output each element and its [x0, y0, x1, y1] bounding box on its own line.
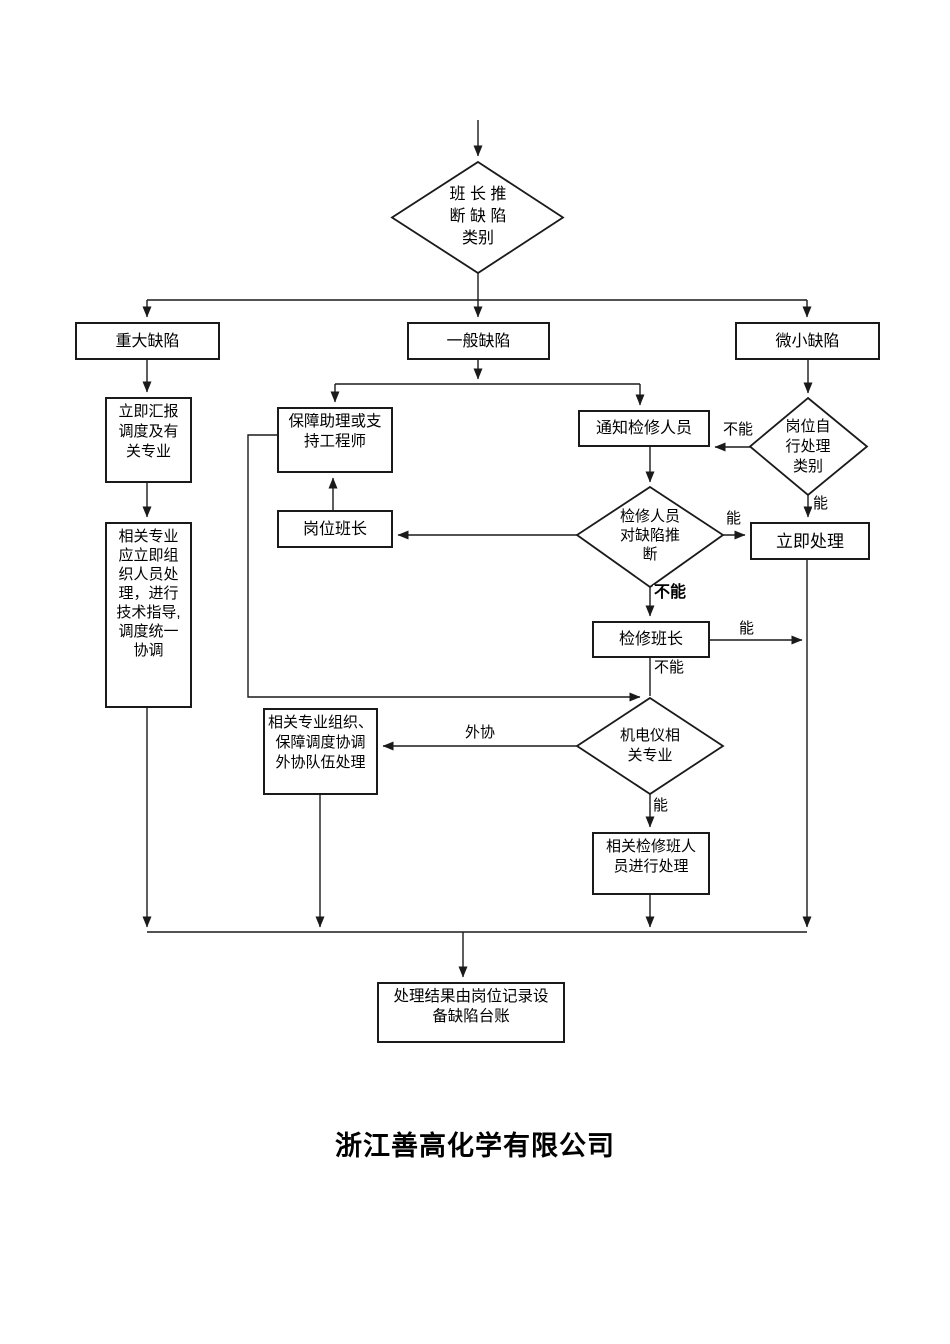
edge-label-mech-can: 能: [652, 797, 670, 814]
node-support-engineer: 保障助理或支 持工程师: [277, 407, 393, 473]
node-minor-defect: 微小缺陷: [735, 322, 880, 360]
decision-self-handle-shape: [748, 396, 869, 497]
decision-repair-judge-label: 检修人员 对缺陷推 断: [619, 507, 680, 563]
edge-label-outsource: 外协: [464, 724, 497, 741]
node-repair-team-handle: 相关检修班人 员进行处理: [592, 832, 710, 895]
node-repair-foreman: 检修班长: [592, 621, 710, 658]
edge-label-self-cannot: 不能: [722, 421, 755, 438]
edge-label-self-can: 能: [812, 495, 830, 512]
node-record-ledger: 处理结果由岗位记录设 备缺陷台账: [377, 982, 565, 1043]
edge-label-repair-can: 能: [725, 510, 743, 527]
node-report-dispatch: 立即汇报 调度及有 关专业: [105, 397, 192, 483]
node-immediate-handle: 立即处理: [750, 522, 870, 560]
node-general-defect: 一般缺陷: [407, 322, 550, 360]
node-outsource-handling: 相关专业组织、 保障调度协调 外协队伍处理: [263, 708, 378, 795]
edge-lines: [142, 120, 813, 978]
edge-label-foreman-can: 能: [738, 620, 756, 637]
decision-diamonds: [390, 160, 869, 796]
decision-repair-judge-shape: [575, 485, 725, 589]
decision-self-handle-label: 岗位自 行处理 类别: [785, 418, 831, 475]
node-organize-handling: 相关专业 应立即组 织人员处 理，进行 技术指导, 调度统一 协调: [105, 522, 192, 708]
decision-mech-specialty-label: 机电仪相 关专业: [619, 727, 680, 764]
edge-label-foreman-cannot: 不能: [653, 659, 686, 676]
node-post-foreman: 岗位班长: [277, 510, 393, 548]
decision-foreman-judge-label: 班 长 推 断 缺 陷 类别: [449, 186, 507, 247]
edge-label-repair-cannot: 不能: [653, 584, 688, 601]
node-notify-repair: 通知检修人员: [578, 410, 710, 447]
decision-mech-specialty-shape: [575, 696, 725, 796]
company-name: 浙江善高化学有限公司: [335, 1131, 615, 1161]
node-major-defect: 重大缺陷: [75, 322, 220, 360]
decision-foreman-judge-shape: [390, 160, 565, 275]
